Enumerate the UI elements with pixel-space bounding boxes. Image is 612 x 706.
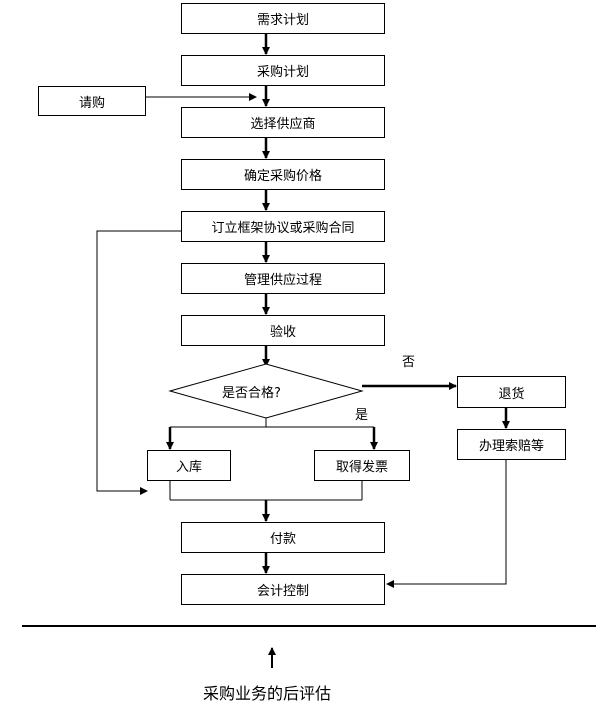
node-return-goods: 退货 — [457, 376, 566, 408]
footer-caption: 采购业务的后评估 — [203, 684, 332, 703]
node-invoice: 取得发票 — [314, 450, 410, 481]
node-manage-supply: 管理供应过程 — [181, 263, 385, 294]
node-purchase-plan: 采购计划 — [181, 55, 385, 86]
node-warehouse: 入库 — [147, 450, 231, 481]
node-payment: 付款 — [181, 522, 385, 553]
node-demand-plan: 需求计划 — [181, 3, 385, 34]
node-requisition: 请购 — [38, 86, 146, 116]
node-select-supplier: 选择供应商 — [181, 107, 385, 138]
node-contract: 订立框架协议或采购合同 — [181, 211, 385, 242]
edge-label-yes: 是 — [355, 408, 369, 423]
node-inspection: 验收 — [181, 315, 385, 346]
node-determine-price: 确定采购价格 — [181, 159, 385, 190]
arrow-claim-to-accounting — [386, 460, 507, 588]
node-qualified-label: 是否合格? — [222, 386, 281, 401]
node-accounting: 会计控制 — [181, 574, 385, 605]
edge-label-no: 否 — [402, 355, 416, 370]
arrow-contract-loop — [96, 230, 181, 495]
node-claim: 办理索赔等 — [457, 429, 566, 460]
decision-diamond — [168, 363, 364, 419]
